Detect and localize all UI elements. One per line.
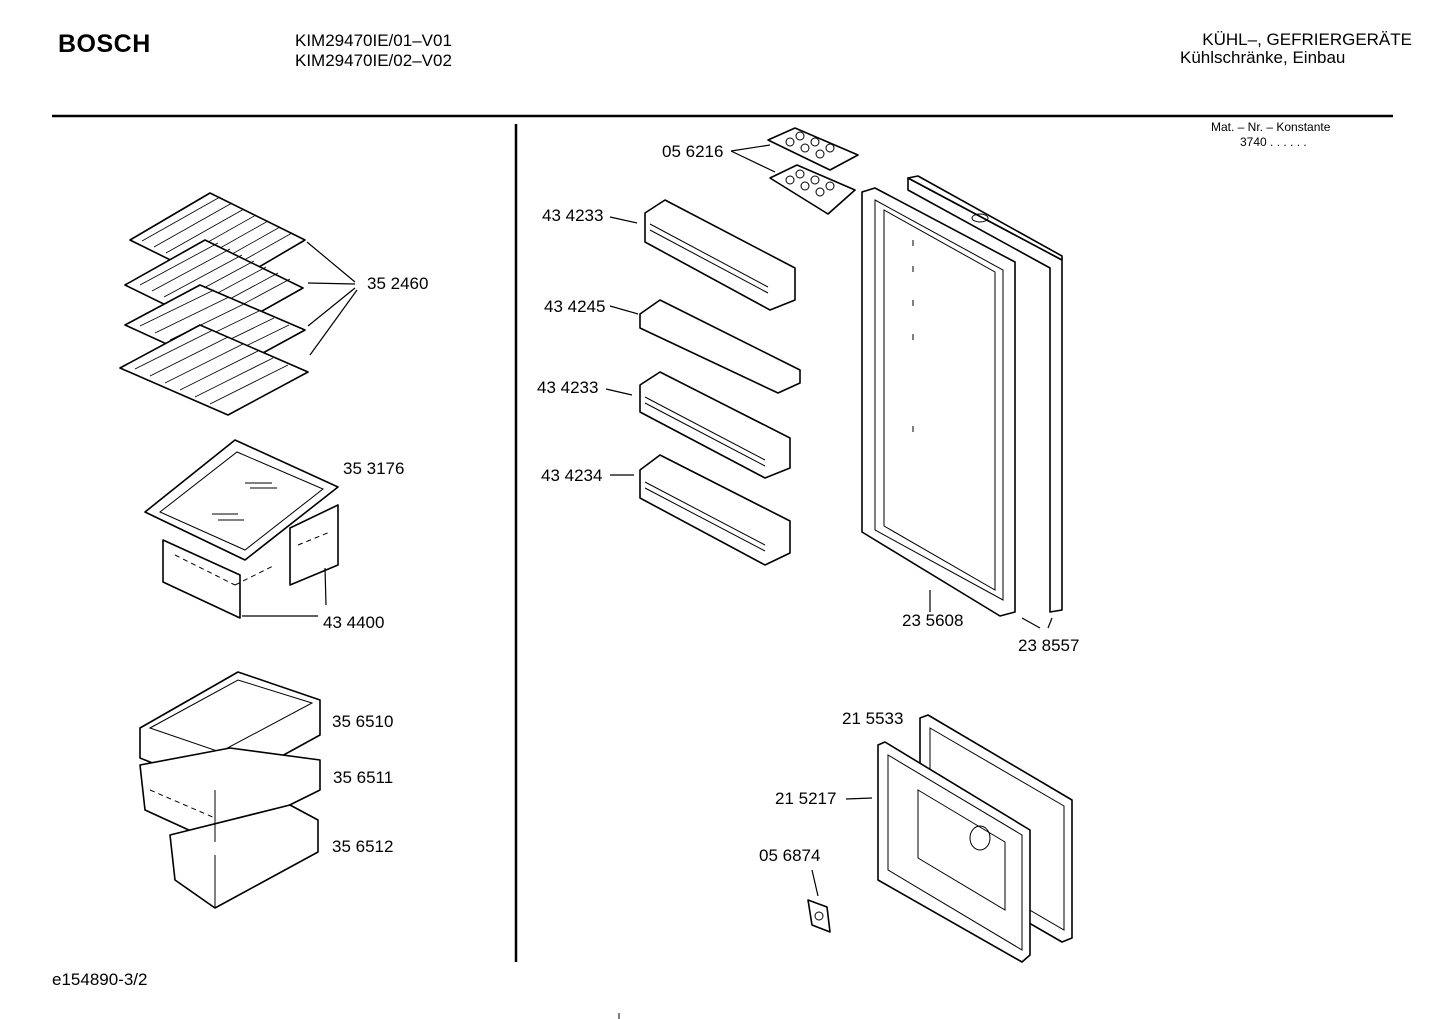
door-bins-illustration: [605, 199, 801, 566]
part-label-tray-1: 35 6510: [332, 712, 394, 731]
door-panel-illustration: [861, 175, 1063, 629]
category-title: KÜHL–, GEFRIERGERÄTE: [1202, 30, 1412, 49]
part-label-freezer-seal: 21 5217: [775, 789, 837, 808]
trays-illustration: [139, 671, 321, 909]
mat-nr-value: 3740 . . . . . .: [1240, 135, 1307, 149]
part-label-freezer-door: 21 5533: [842, 709, 904, 728]
part-label-door-bin-4: 43 4234: [541, 466, 603, 485]
part-label-door-seal: 23 5608: [902, 611, 964, 630]
model-number-2: KIM29470IE/02–V02: [295, 51, 452, 70]
wire-shelves-illustration: [119, 192, 358, 416]
glass-shelf-crisper-illustration: [144, 439, 339, 619]
part-label-egg-tray: 05 6216: [662, 142, 724, 161]
part-label-shelves: 35 2460: [367, 274, 429, 293]
egg-tray-illustration: [730, 127, 859, 215]
part-label-door-bin-3: 43 4233: [537, 378, 599, 397]
part-label-door-bin-1: 43 4233: [542, 206, 604, 225]
part-label-glass-shelf: 35 3176: [343, 459, 405, 478]
category-subtitle: Kühlschränke, Einbau: [1180, 48, 1346, 67]
brand-logo: BOSCH: [58, 30, 151, 58]
part-label-tray-3: 35 6512: [332, 837, 394, 856]
part-label-tray-2: 35 6511: [333, 768, 394, 787]
part-label-door-panel: 23 8557: [1018, 636, 1080, 655]
part-label-knob: 05 6874: [759, 846, 821, 865]
part-label-crisper: 43 4400: [323, 613, 385, 632]
freezer-door-illustration: [807, 714, 1073, 963]
mat-nr-label: Mat. – Nr. – Konstante: [1211, 120, 1331, 134]
diagram-code: e154890-3/2: [52, 970, 148, 989]
part-label-door-bin-2: 43 4245: [544, 297, 606, 316]
model-number-1: KIM29470IE/01–V01: [295, 31, 452, 50]
